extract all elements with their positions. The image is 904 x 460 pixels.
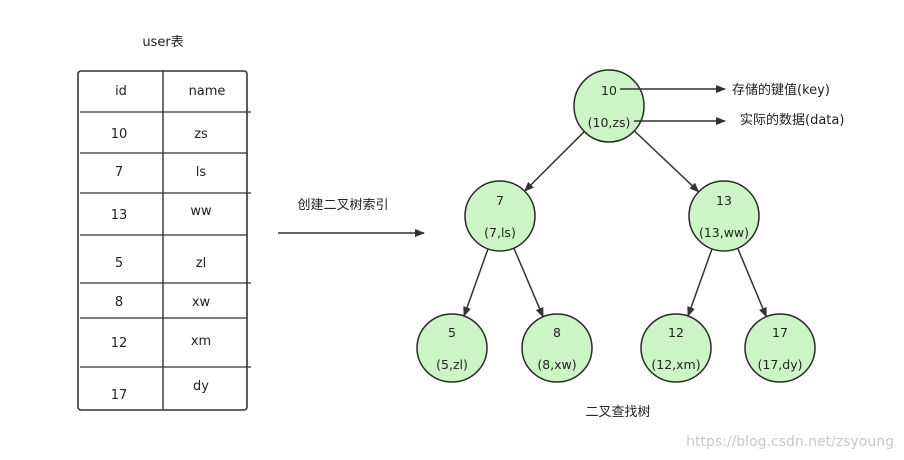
tree-edge-n7-n8: [512, 246, 544, 318]
table-cell-id: 7: [115, 165, 123, 180]
tree-node-key: 7: [496, 193, 504, 208]
table-cell-id: 10: [111, 127, 128, 142]
table-cell-name: xm: [191, 334, 211, 349]
tree-node-13: 13 (13,ww): [688, 180, 760, 252]
create-index-label: 创建二叉树索引: [297, 198, 388, 213]
key-annotation-label: 存储的键值(key): [732, 82, 830, 98]
tree-node-12: 12 (12,xm): [640, 313, 712, 383]
tree-node-data: (12,xm): [651, 357, 700, 372]
tree-node-circle: [416, 313, 488, 383]
tree-node-data: (8,xw): [537, 357, 576, 372]
tree-node-10: 10 (10,zs): [573, 69, 645, 143]
data-annotation-label: 实际的数据(data): [740, 112, 844, 128]
table-cell-name: ww: [190, 204, 212, 219]
table-cell-name: zl: [196, 256, 206, 271]
tree-edge-n13-n12: [687, 246, 714, 317]
tree-node-data: (10,zs): [588, 115, 631, 130]
table-cell-name: ls: [196, 165, 207, 180]
binary-search-tree: 10 (10,zs) 7 (7,ls) 13 (13,ww) 5 (5,zl) 8 (8,xw) 1…: [416, 69, 816, 383]
tree-edge-n13-n17: [736, 246, 767, 318]
tree-node-circle: [640, 313, 712, 383]
watermark-text: https://blog.csdn.net/zsyoung: [686, 434, 894, 450]
tree-node-8: 8 (8,xw): [521, 313, 593, 383]
tree-node-data: (13,ww): [699, 225, 749, 240]
tree-edge-n10-n7: [523, 129, 587, 192]
tree-node-key: 13: [716, 193, 732, 208]
table-cell-id: 5: [115, 256, 123, 271]
tree-edge-n10-n13: [632, 129, 700, 193]
user-table: id name: [77, 70, 248, 411]
table-rows: 10 zs 7 ls 13 ww 5 zl 8 xw 12 xm 17 dy: [80, 111, 251, 403]
table-header-name: name: [189, 84, 226, 99]
tree-node-circle: [521, 313, 593, 383]
tree-node-data: (17,dy): [758, 357, 803, 372]
tree-node-key: 8: [553, 325, 561, 340]
tree-edge-n7-n5: [463, 246, 490, 317]
tree-caption: 二叉查找树: [585, 405, 650, 420]
table-cell-id: 13: [111, 208, 128, 223]
table-cell-name: zs: [194, 127, 208, 142]
tree-node-5: 5 (5,zl): [416, 313, 488, 383]
tree-node-key: 5: [448, 325, 456, 340]
tree-node-data: (5,zl): [436, 357, 468, 372]
tree-node-7: 7 (7,ls): [464, 180, 536, 252]
table-cell-name: xw: [192, 295, 211, 310]
table-header-id: id: [115, 84, 127, 99]
tree-node-circle: [573, 69, 645, 143]
tree-node-circle: [744, 313, 816, 383]
tree-node-key: 17: [772, 325, 788, 340]
tree-node-circle: [688, 180, 760, 252]
table-cell-name: dy: [193, 379, 209, 394]
table-cell-id: 17: [111, 388, 128, 403]
tree-edges: [463, 129, 767, 318]
tree-node-17: 17 (17,dy): [744, 313, 816, 383]
tree-node-key: 10: [601, 83, 617, 98]
table-title: user表: [142, 35, 183, 50]
table-cell-id: 12: [111, 336, 128, 351]
tree-node-circle: [464, 180, 536, 252]
table-cell-id: 8: [115, 295, 123, 310]
tree-node-key: 12: [668, 325, 684, 340]
tree-node-data: (7,ls): [484, 225, 516, 240]
